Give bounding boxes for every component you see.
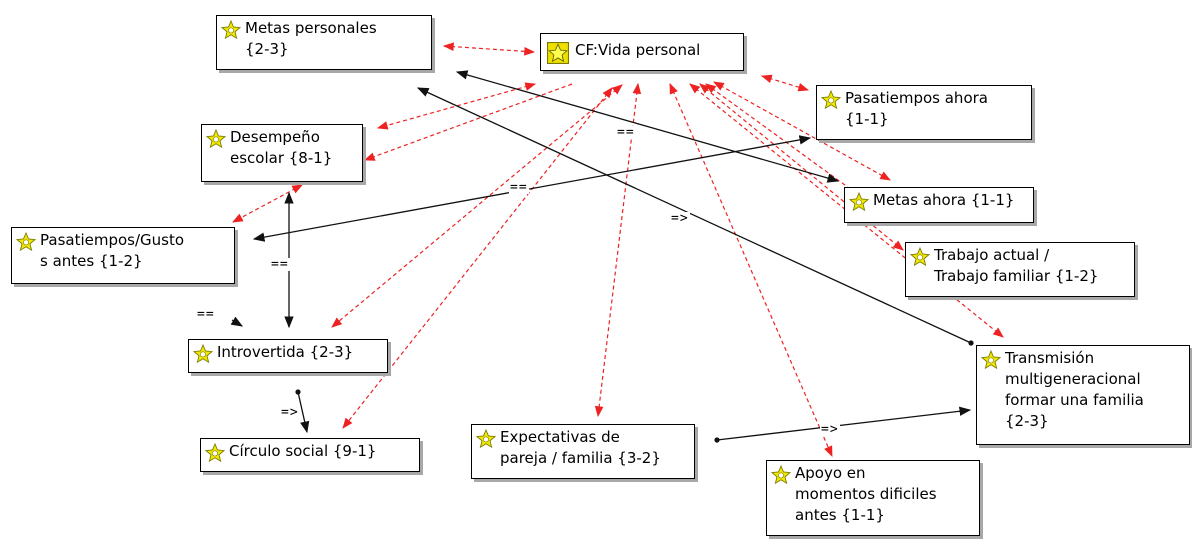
- node-label: Círculo social {9-1}: [229, 442, 377, 460]
- node-metas-ahora[interactable]: Metas ahora {1-1}: [844, 187, 1034, 223]
- node-label: Expectativas de pareja / familia {3-2}: [500, 428, 661, 467]
- code-star-icon: [16, 232, 36, 252]
- node-transmision[interactable]: Transmisión multigeneracional formar una…: [976, 345, 1190, 445]
- relation-label: =>: [670, 211, 690, 226]
- node-label: Introvertida {2-3}: [217, 343, 354, 361]
- node-circulo-social[interactable]: Círculo social {9-1}: [200, 438, 420, 472]
- code-star-icon: [849, 192, 869, 212]
- relation-label: =>: [820, 422, 840, 437]
- node-desempeno-escolar[interactable]: Desempeño escolar {8-1}: [201, 124, 363, 182]
- code-star-icon: [205, 443, 225, 463]
- node-label: Pasatiempos/Gusto s antes {1-2}: [40, 231, 185, 270]
- code-star-icon: [476, 429, 496, 449]
- link-introvertida-circulo[interactable]: [295, 389, 310, 434]
- node-cf-vida-personal[interactable]: CF:Vida personal: [540, 33, 744, 71]
- node-label: Metas personales {2-3}: [245, 19, 377, 58]
- node-expectativas[interactable]: Expectativas de pareja / familia {3-2}: [471, 424, 695, 479]
- node-label: Trabajo actual / Trabajo familiar {1-2}: [934, 246, 1099, 285]
- code-star-icon: [771, 465, 791, 485]
- node-metas-personales[interactable]: Metas personales {2-3}: [216, 15, 432, 70]
- code-star-icon: [910, 247, 930, 267]
- link-hub-introvertida[interactable]: [331, 84, 623, 328]
- code-star-icon: [193, 344, 213, 364]
- code-star-icon: [821, 90, 841, 110]
- node-label: Transmisión multigeneracional formar una…: [1005, 349, 1144, 430]
- link-hub-pasatiempos-ahora[interactable]: [760, 74, 810, 92]
- relation-label: ==: [270, 257, 290, 272]
- link-expectativas-transmision[interactable]: [714, 406, 972, 443]
- relation-label: =>: [280, 405, 300, 420]
- link-self-introvertida[interactable]: [230, 316, 244, 327]
- code-star-icon: [221, 20, 241, 40]
- node-trabajo[interactable]: Trabajo actual / Trabajo familiar {1-2}: [905, 242, 1135, 297]
- code-star-icon: [981, 350, 1001, 370]
- link-desempeno-pasatiempos[interactable]: [232, 184, 303, 223]
- link-metas-personales-metas-ahora[interactable]: [455, 70, 840, 183]
- node-label: Metas ahora {1-1}: [873, 191, 1015, 209]
- link-hub-apoyo[interactable]: [669, 83, 833, 457]
- node-label: Desempeño escolar {8-1}: [230, 128, 333, 167]
- link-hub-metas-personales[interactable]: [442, 42, 536, 56]
- node-apoyo[interactable]: Apoyo en momentos dificiles antes {1-1}: [766, 460, 980, 536]
- link-pasatiempos-antes-ahora[interactable]: [252, 135, 812, 242]
- relation-label: ==: [196, 307, 216, 322]
- node-label: Pasatiempos ahora {1-1}: [845, 89, 988, 128]
- code-star-icon: [206, 129, 226, 149]
- node-pasatiempos-antes[interactable]: Pasatiempos/Gusto s antes {1-2}: [11, 227, 235, 284]
- link-hub-circulo[interactable]: [342, 87, 613, 429]
- node-introvertida[interactable]: Introvertida {2-3}: [188, 339, 388, 373]
- node-label: Apoyo en momentos dificiles antes {1-1}: [795, 464, 937, 524]
- relation-label: ==: [509, 180, 529, 195]
- node-label: CF:Vida personal: [575, 41, 701, 59]
- relation-label: ==: [616, 125, 636, 140]
- code-star-icon: [547, 42, 569, 64]
- node-pasatiempos-ahora[interactable]: Pasatiempos ahora {1-1}: [816, 85, 1032, 140]
